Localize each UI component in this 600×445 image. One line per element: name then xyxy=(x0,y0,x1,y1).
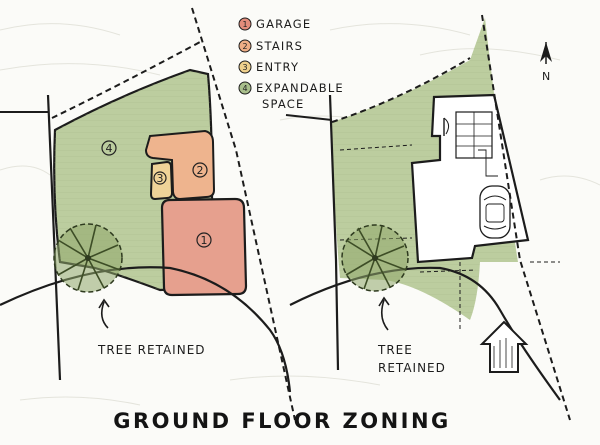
svg-text:1: 1 xyxy=(242,20,247,29)
svg-text:2: 2 xyxy=(197,164,204,177)
tree-arrow-left xyxy=(100,301,109,329)
car-icon xyxy=(479,185,511,239)
svg-text:3: 3 xyxy=(157,172,164,185)
left-diagram: 4 2 3 1 xyxy=(0,7,296,421)
zone-label-4: 4 xyxy=(101,140,117,156)
house-footprint xyxy=(410,93,530,264)
svg-text:ENTRY: ENTRY xyxy=(256,60,299,74)
legend-item-expandable: 4 EXPANDABLE SPACE xyxy=(238,81,344,111)
boundary-dashed-east xyxy=(191,7,296,421)
legend-item-entry: 3 ENTRY xyxy=(238,60,299,74)
svg-text:N: N xyxy=(542,70,550,83)
zone-label-3: 3 xyxy=(153,171,167,185)
retained-label-right: RETAINED xyxy=(378,361,446,375)
right-road-line-west xyxy=(328,94,340,371)
tree-arrow-right xyxy=(380,299,389,331)
tree-icon xyxy=(53,223,123,293)
svg-text:3: 3 xyxy=(242,63,247,72)
legend-item-garage: 1 GARAGE xyxy=(238,17,311,31)
entry-zone xyxy=(149,160,174,201)
right-diagram: TREE RETAINED N xyxy=(285,14,571,421)
boundary-dashed-north xyxy=(51,41,201,119)
entry-arrow-icon xyxy=(479,320,529,373)
zone-label-1: 1 xyxy=(196,232,212,248)
right-road-line-top xyxy=(285,114,333,121)
background-contours xyxy=(0,23,600,406)
svg-text:EXPANDABLE: EXPANDABLE xyxy=(256,81,344,95)
tree-label-right: TREE xyxy=(377,343,413,357)
svg-text:4: 4 xyxy=(106,142,113,155)
tree-icon-right xyxy=(341,224,409,292)
svg-text:4: 4 xyxy=(242,84,247,93)
zone-label-2: 2 xyxy=(192,162,208,178)
right-boundary-dashed-north xyxy=(331,57,471,123)
tree-retained-label-left: TREE RETAINED xyxy=(97,343,206,357)
svg-text:1: 1 xyxy=(201,234,208,247)
legend: 1 GARAGE 2 STAIRS 3 ENTRY 4 EXPANDABLE S… xyxy=(238,17,344,111)
legend-item-stairs: 2 STAIRS xyxy=(238,39,303,53)
right-boundary-dashed-east xyxy=(481,14,571,421)
page-title: GROUND FLOOR ZONING xyxy=(113,409,451,433)
svg-text:STAIRS: STAIRS xyxy=(256,39,303,53)
svg-text:2: 2 xyxy=(242,42,247,51)
svg-text:SPACE: SPACE xyxy=(262,97,304,111)
north-arrow-icon: N xyxy=(540,42,552,83)
svg-text:GARAGE: GARAGE xyxy=(256,17,311,31)
